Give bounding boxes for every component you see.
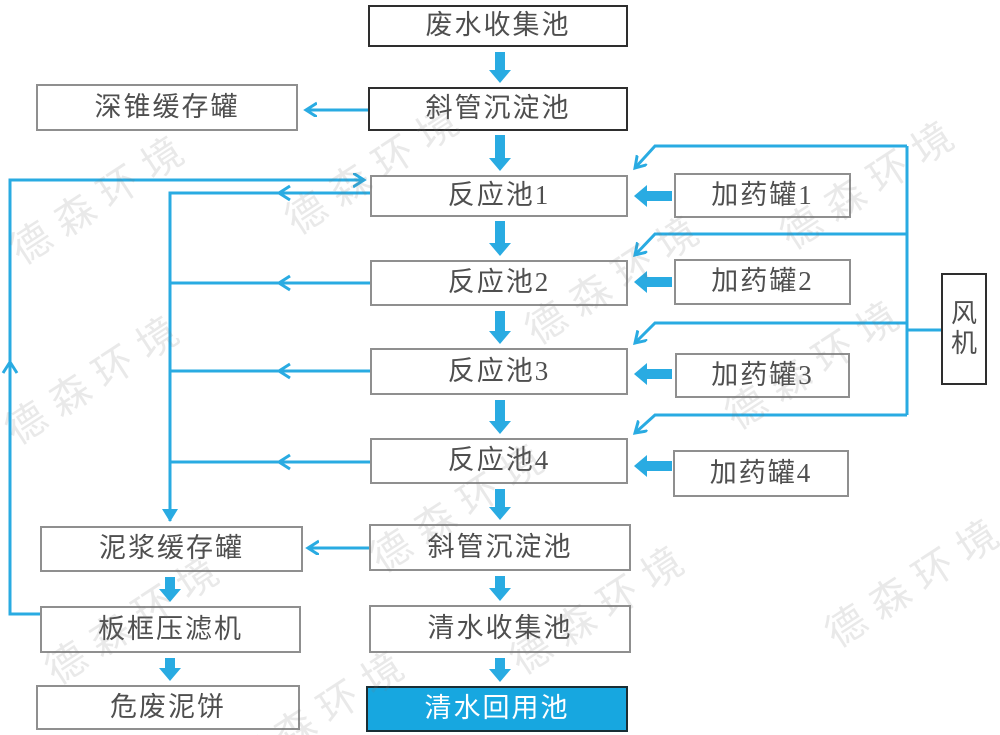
filtrate-up-chevron <box>1 359 19 374</box>
arrow-dosing3-to-reactor3 <box>634 363 672 385</box>
node-label: 清水回用池 <box>424 693 570 724</box>
node-inclined-tube-settler-bottom: 斜管沉淀池 <box>369 524 631 571</box>
node-reaction-pool-2: 反应池2 <box>370 260 628 306</box>
node-reaction-pool-3: 反应池3 <box>370 348 628 395</box>
arrow-filtrate-return <box>8 180 364 616</box>
node-dosing-tank-2: 加药罐2 <box>674 259 851 305</box>
arrow-sludgetank-to-press <box>159 577 181 602</box>
sludge-chevron-1 <box>276 184 291 202</box>
node-sludge-buffer-tank: 泥浆缓存罐 <box>40 526 303 572</box>
node-label: 反应池1 <box>447 180 551 211</box>
arrow-reactor1-to-reactor2 <box>489 221 511 256</box>
air-branch-reactor4 <box>635 413 907 433</box>
node-label: 斜管沉淀池 <box>427 531 573 562</box>
node-label: 反应池4 <box>447 445 551 476</box>
sludge-chevron-4 <box>276 453 291 471</box>
arrow-settler1-to-reactor1 <box>489 135 511 171</box>
arrow-collection-to-settler1 <box>489 52 511 83</box>
node-label: 深锥缓存罐 <box>94 91 240 122</box>
air-branch-reactor2 <box>635 232 907 255</box>
node-label: 斜管沉淀池 <box>425 93 571 124</box>
node-deep-cone-buffer-tank: 深锥缓存罐 <box>36 84 298 131</box>
node-clean-water-collection-pool: 清水收集池 <box>369 605 631 653</box>
node-label: 加药罐2 <box>711 266 814 297</box>
node-reaction-pool-1: 反应池1 <box>370 175 628 217</box>
node-reaction-pool-4: 反应池4 <box>370 438 628 484</box>
node-fan: 风机 <box>941 273 987 385</box>
node-label: 风机 <box>950 299 977 358</box>
node-clean-water-reuse-pool: 清水回用池 <box>366 686 628 732</box>
arrow-dosing2-to-reactor2 <box>634 271 672 293</box>
air-branch-reactor3 <box>635 321 907 343</box>
node-label: 反应池3 <box>447 355 551 386</box>
node-label: 反应池2 <box>447 267 551 298</box>
arrow-press-to-cake <box>159 658 181 681</box>
node-dosing-tank-4: 加药罐4 <box>673 450 849 497</box>
arrow-dosing4-to-reactor4 <box>634 455 672 477</box>
arrow-reactor2-to-reactor3 <box>489 311 511 344</box>
sludge-chevron-3 <box>276 362 291 380</box>
line-sludge-trunk <box>162 191 370 522</box>
node-label: 泥浆缓存罐 <box>99 533 244 564</box>
arrow-cleanwater-to-reuse <box>489 658 511 682</box>
air-branch-reactor1 <box>635 144 907 168</box>
node-inclined-tube-settler-top: 斜管沉淀池 <box>368 87 628 131</box>
node-wastewater-collection-pool: 废水收集池 <box>368 5 628 47</box>
node-label: 加药罐1 <box>711 179 814 210</box>
node-label: 危废泥饼 <box>110 691 226 722</box>
node-plate-frame-filter-press: 板框压滤机 <box>40 606 301 653</box>
node-label: 废水收集池 <box>425 10 571 41</box>
block-arrows <box>159 52 672 682</box>
node-label: 加药罐4 <box>709 457 813 488</box>
arrow-settler2-to-cleanwater <box>489 576 511 601</box>
node-hazardous-sludge-cake: 危废泥饼 <box>36 685 300 730</box>
arrow-reactor3-to-reactor4 <box>489 400 511 434</box>
sludge-chevron-2 <box>276 274 291 292</box>
node-dosing-tank-1: 加药罐1 <box>674 173 851 218</box>
node-dosing-tank-3: 加药罐3 <box>675 353 850 398</box>
arrow-reactor4-to-settler2 <box>489 489 511 520</box>
node-label: 清水收集池 <box>427 613 573 644</box>
node-label: 加药罐3 <box>711 359 814 390</box>
node-label: 板框压滤机 <box>98 613 243 644</box>
arrow-dosing1-to-reactor1 <box>634 185 672 207</box>
